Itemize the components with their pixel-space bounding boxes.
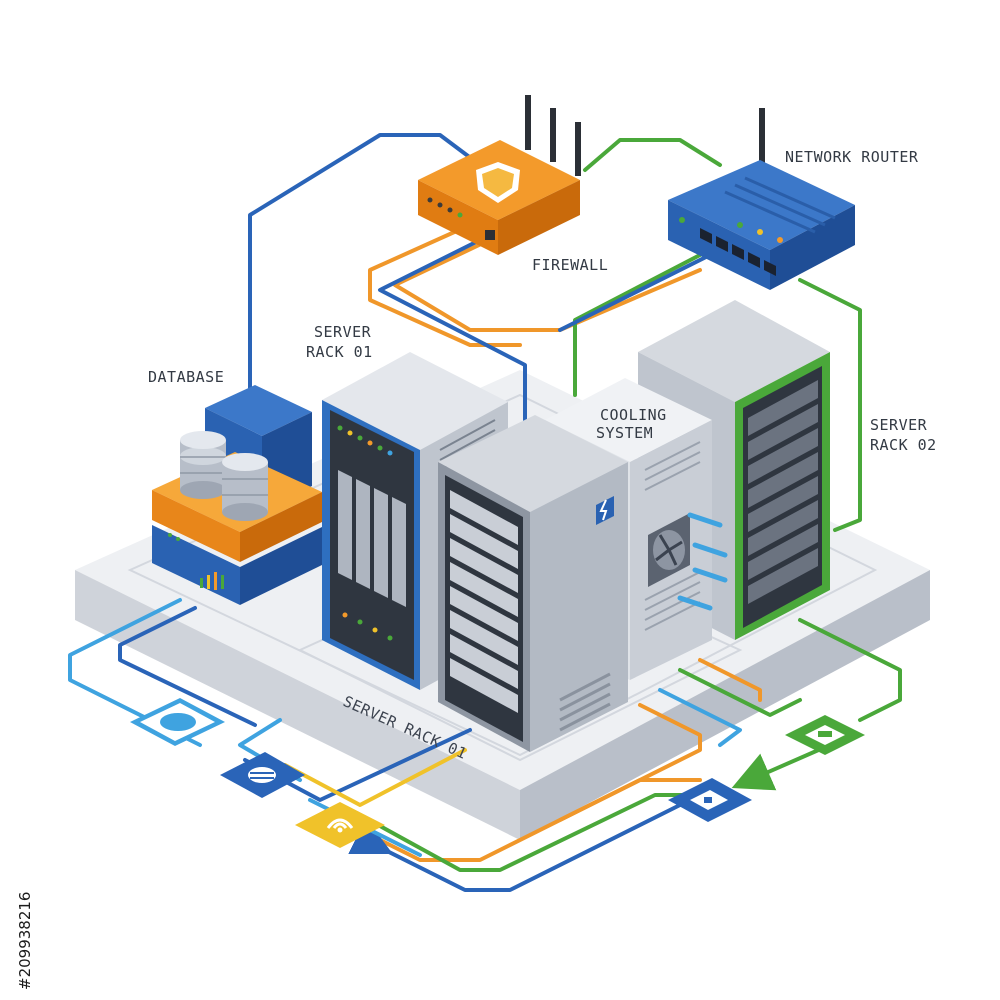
- rack-02-units: [748, 380, 818, 604]
- label-cooling-system-line1: COOLING: [600, 406, 667, 424]
- cables: [68, 133, 902, 892]
- label-server-rack-01-line2: RACK 01: [306, 343, 373, 361]
- airflow-arrows: [677, 512, 728, 611]
- label-firewall: FIREWALL: [532, 256, 608, 274]
- wifi-icon: [295, 802, 385, 848]
- label-cooling-system-line2: SYSTEM: [596, 424, 653, 442]
- rack-01-lights: [337, 425, 393, 456]
- network-router-device: [668, 108, 855, 290]
- rack-01-bottom-lights: [342, 612, 393, 641]
- label-server-rack-01: SERVER RACK 01: [306, 323, 381, 361]
- label-network-router: NETWORK ROUTER: [785, 148, 919, 166]
- label-server-rack-02-line2: RACK 02: [870, 436, 937, 454]
- ethernet-ports: [700, 228, 776, 276]
- label-database: DATABASE: [148, 368, 224, 386]
- storage-icon: [220, 752, 305, 798]
- database-cylinder-icon-2: [222, 453, 268, 521]
- network-card-icon: [785, 715, 865, 755]
- label-cooling-system: COOLING SYSTEM: [596, 406, 676, 442]
- label-server-rack-02: SERVER RACK 02: [870, 416, 937, 454]
- rack-middle-units: [450, 490, 518, 713]
- shield-icon: [476, 162, 520, 203]
- rack-01-blades: [338, 470, 406, 607]
- stock-id: #209938216: [16, 892, 34, 990]
- server-rack-middle: [438, 415, 628, 752]
- ethernet-icon: [668, 778, 752, 822]
- fan-icon: [648, 513, 690, 587]
- label-server-rack-02-line1: SERVER: [870, 416, 928, 434]
- cloud-icon: [130, 698, 225, 746]
- label-server-rack-01-line1: SERVER: [314, 323, 372, 341]
- database-device: [152, 385, 322, 605]
- firewall-device: [418, 95, 581, 255]
- database-cylinder-icon: [180, 431, 226, 499]
- power-icon: [596, 496, 614, 525]
